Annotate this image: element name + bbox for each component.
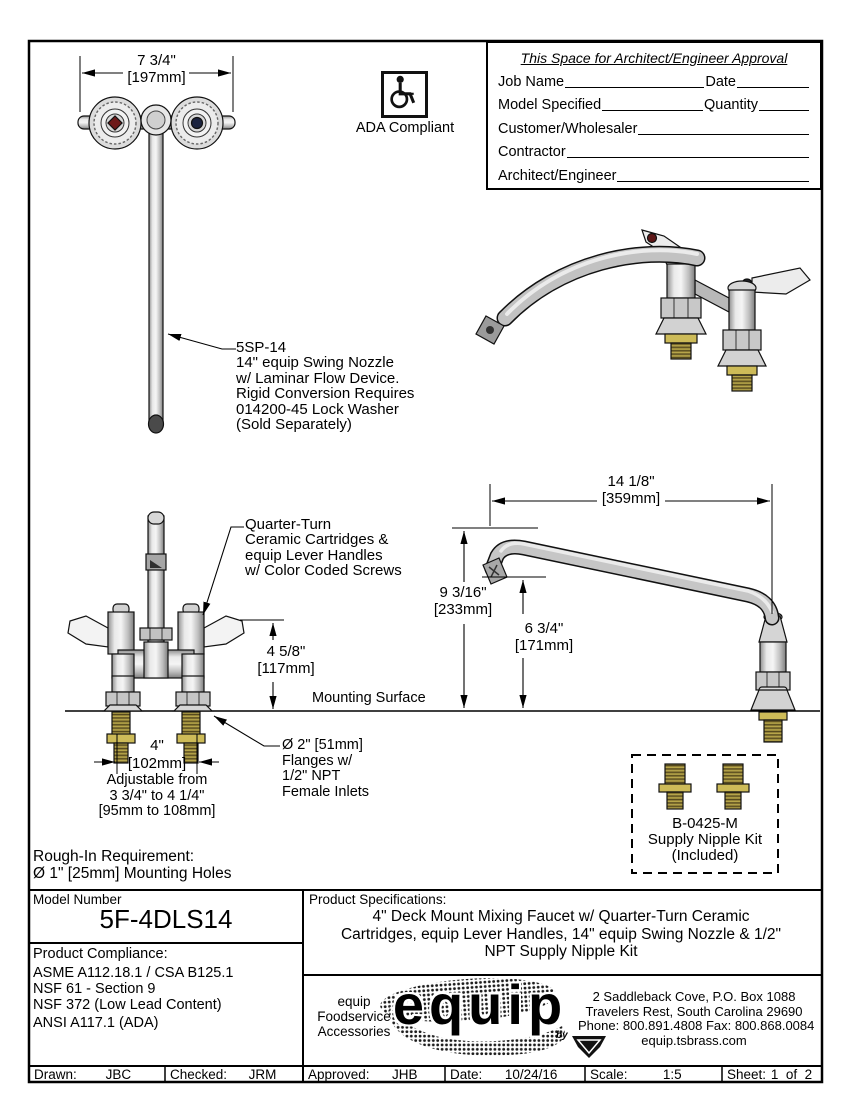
dimension-lines [79, 56, 773, 774]
compliance-item: ANSI A117.1 (ADA) [33, 1015, 159, 1031]
footer-date-cell: Date: 10/24/16 [445, 1066, 585, 1082]
date-field-label: Date: [450, 1066, 483, 1082]
footer-checked-cell: Checked: JRM [165, 1066, 303, 1082]
supply-nipple-kit-box [631, 754, 779, 874]
approval-title: This Space for Architect/Engineer Approv… [520, 50, 788, 66]
architect-approval-box: This Space for Architect/Engineer Approv… [486, 41, 822, 190]
ada-compliant-label: ADA Compliant [355, 120, 455, 136]
footer-sheet-cell: Sheet: 1 of 2 [722, 1066, 822, 1082]
dim-adjustable-note: Adjustable from 3 3/4" to 4 1/4" [95mm t… [98, 772, 216, 819]
blank-line [566, 143, 809, 158]
date-label: Date [705, 73, 736, 90]
approved-label: Approved: [308, 1066, 370, 1082]
approved-value: JHB [392, 1066, 418, 1082]
dim-handle-width: 7 3/4" [197mm] [127, 52, 186, 86]
front-view-drawing [67, 511, 245, 764]
checked-label: Checked: [170, 1066, 228, 1082]
top-view-drawing [77, 96, 236, 434]
drawn-value: JBC [105, 1066, 132, 1082]
approval-row-model: Model Specified Quantity [498, 90, 810, 113]
equip-logo-swoosh [380, 978, 565, 1056]
blank-line [602, 96, 703, 111]
equip-logo-word: equip [392, 973, 568, 1036]
dim-inlet-centers-mm: [102mm] [127, 755, 187, 772]
rough-in-note: Rough-In Requirement: Ø 1" [25mm] Mounti… [33, 848, 232, 882]
blank-line [565, 73, 705, 88]
blank-line [759, 96, 809, 111]
isometric-view-drawing [475, 229, 811, 392]
sheet-value: 1 of 2 [770, 1066, 813, 1082]
ts-brass-shield-icon [572, 1036, 606, 1058]
company-address: 2 Saddleback Cove, P.O. Box 1088 Travele… [578, 989, 815, 1048]
architect-label: Architect/Engineer [498, 167, 617, 184]
footer-approved-cell: Approved: JHB [303, 1066, 445, 1082]
scale-label: Scale: [590, 1066, 628, 1082]
ada-compliant-badge [381, 71, 428, 118]
footer-drawn-cell: Drawn: JBC [29, 1066, 165, 1082]
compliance-item: NSF 372 (Low Lead Content) [33, 997, 222, 1013]
sheet-border [27, 39, 824, 1084]
mounting-surface-label: Mounting Surface [312, 690, 426, 706]
date-value: 10/24/16 [504, 1066, 558, 1082]
dim-nozzle-height: 9 3/16" [233mm] [433, 584, 493, 618]
approval-row-contractor: Contractor [498, 137, 810, 160]
checked-value: JRM [248, 1066, 277, 1082]
title-block-grid [29, 889, 822, 1082]
logo-by-label: by [556, 1030, 568, 1041]
dim-outlet-height: 6 3/4" [171mm] [514, 620, 574, 654]
customer-label: Customer/Wholesaler [498, 120, 638, 137]
model-specified-label: Model Specified [498, 97, 602, 113]
dim-nozzle-reach: 14 1/8" [359mm] [601, 473, 661, 507]
contractor-label: Contractor [498, 144, 566, 160]
blank-line [638, 120, 809, 135]
quantity-label: Quantity [704, 97, 758, 113]
nozzle-callout: 5SP-14 14" equip Swing Nozzle w/ Laminar… [236, 339, 415, 434]
scale-value: 1:5 [662, 1066, 682, 1082]
sheet-label: Sheet: [727, 1066, 767, 1082]
model-number-label: Model Number [33, 892, 122, 907]
approval-row-architect: Architect/Engineer [498, 160, 810, 184]
approval-row-jobname: Job Name Date [498, 66, 810, 90]
dim-inlet-centers-in: 4" [150, 737, 164, 754]
compliance-item: ASME A112.18.1 / CSA B125.1 [33, 965, 234, 981]
supply-kit-label: B-0425-M Supply Nipple Kit (Included) [647, 815, 763, 864]
compliance-item: NSF 61 - Section 9 [33, 981, 156, 997]
footer-scale-cell: Scale: 1:5 [585, 1066, 722, 1082]
blank-line [617, 167, 809, 182]
side-view-drawing [482, 539, 796, 743]
compliance-label: Product Compliance: [33, 946, 168, 962]
drawn-label: Drawn: [34, 1066, 77, 1082]
wheelchair-icon [390, 75, 416, 109]
specs-label: Product Specifications: [309, 892, 447, 907]
flange-callout: Ø 2" [51mm] Flanges w/ 1/2" NPT Female I… [282, 737, 370, 800]
approval-row-customer: Customer/Wholesaler [498, 113, 810, 137]
product-specs-text: 4" Deck Mount Mixing Faucet w/ Quarter-T… [340, 908, 782, 960]
blank-line [737, 73, 809, 88]
cartridge-callout: Quarter-Turn Ceramic Cartridges & equip … [245, 516, 402, 580]
job-name-label: Job Name [498, 73, 565, 90]
brand-tagline: equip Foodservice Accessories [317, 994, 391, 1039]
dim-deck-to-top: 4 5/8" [117mm] [257, 643, 315, 677]
model-number: 5F-4DLS14 [99, 904, 233, 934]
